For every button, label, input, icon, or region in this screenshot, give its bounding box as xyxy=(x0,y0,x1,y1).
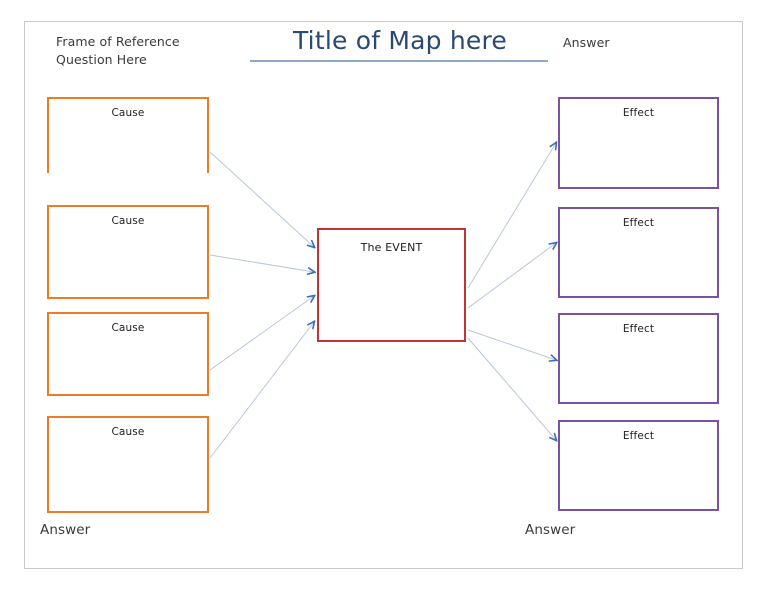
cause-box-2[interactable]: Cause xyxy=(47,205,209,299)
event-box-label: The EVENT xyxy=(360,241,423,254)
cause-box-3[interactable]: Cause xyxy=(47,312,209,396)
effect-box-2[interactable]: Effect xyxy=(558,207,719,298)
effect-box-1[interactable]: Effect xyxy=(558,97,719,189)
cause-box-1-label: Cause xyxy=(111,107,145,119)
cause-box-3-label: Cause xyxy=(111,322,145,334)
cause-box-2-label: Cause xyxy=(111,215,145,227)
effect-box-2-label: Effect xyxy=(622,217,655,229)
title-underline xyxy=(250,60,548,62)
answer-label-top-right: Answer xyxy=(563,35,610,50)
answer-label-bottom-right: Answer xyxy=(525,522,576,538)
event-box[interactable]: The EVENT xyxy=(317,228,466,342)
answer-label-bottom-left: Answer xyxy=(40,522,91,538)
cause-box-4-label: Cause xyxy=(111,426,145,438)
cause-box-1[interactable]: Cause xyxy=(47,97,209,173)
cause-box-4[interactable]: Cause xyxy=(47,416,209,513)
effect-box-3[interactable]: Effect xyxy=(558,313,719,404)
effect-box-4[interactable]: Effect xyxy=(558,420,719,511)
effect-box-3-label: Effect xyxy=(622,323,655,335)
effect-box-1-label: Effect xyxy=(622,107,655,119)
frame-of-reference-question: Frame of Reference Question Here xyxy=(56,34,180,68)
effect-box-4-label: Effect xyxy=(622,430,655,442)
page-title: Title of Map here xyxy=(292,26,507,55)
